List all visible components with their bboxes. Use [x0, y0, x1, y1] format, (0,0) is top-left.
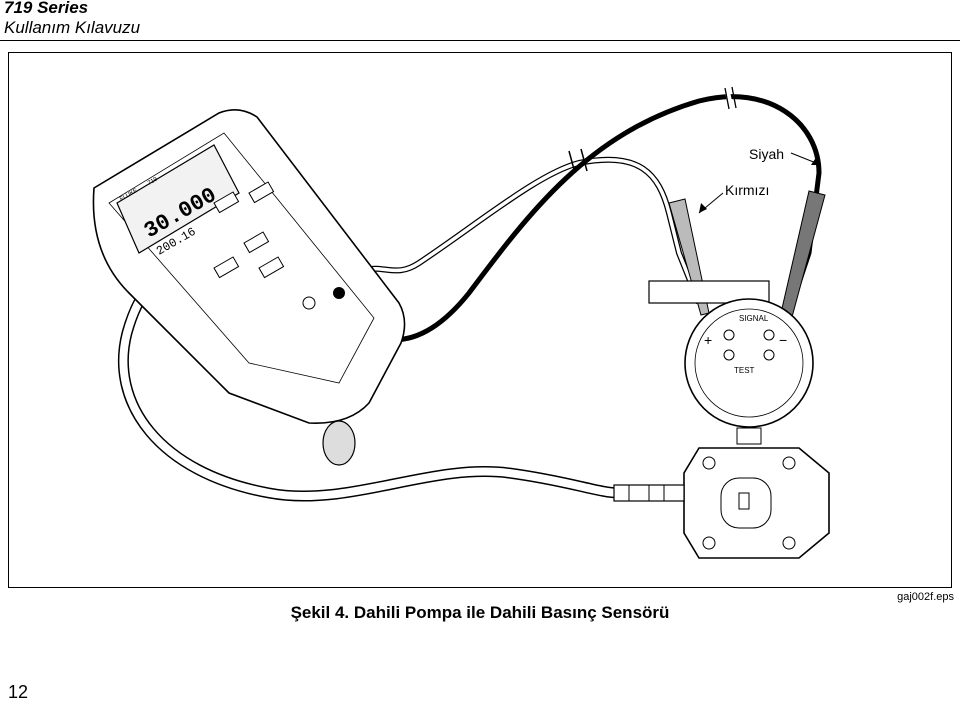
fluke-calibrator: FLUKE 719 30.000 200.16 [92, 109, 406, 466]
hold-button [258, 256, 285, 279]
plus-label: + [704, 332, 712, 348]
pump-button [213, 256, 240, 279]
lcd-display [116, 144, 240, 254]
callout-red: Kırmızı [725, 182, 769, 198]
zero-button [213, 191, 240, 214]
series-title: 719 Series [4, 0, 89, 17]
test-label: TEST [734, 366, 755, 375]
pressure-transmitter: SIGNAL TEST + − [648, 280, 830, 559]
ma-button [243, 231, 270, 254]
figure-frame: Siyah Kırmızı FLUKE 719 30.000 200.16 [8, 52, 952, 588]
source-jack [302, 296, 316, 310]
header-rule [0, 40, 960, 41]
figure-filename: gaj002f.eps [897, 591, 954, 603]
black-test-lead [347, 94, 822, 344]
transmitter-terminal-head [684, 298, 814, 428]
manual-title: Kullanım Kılavuzu [4, 18, 141, 37]
enter-button [248, 181, 275, 204]
minus-label: − [779, 332, 787, 348]
page-number: 12 [8, 682, 29, 702]
figure-caption: Şekil 4. Dahili Pompa ile Dahili Basınç … [290, 603, 670, 622]
simulate-jack [333, 287, 345, 299]
signal-label: SIGNAL [739, 314, 769, 323]
model-label: 719 [147, 176, 159, 187]
pump-knob [322, 420, 356, 466]
callout-black: Siyah [749, 146, 784, 162]
wiring-diagram: Siyah Kırmızı FLUKE 719 30.000 200.16 [92, 86, 830, 559]
